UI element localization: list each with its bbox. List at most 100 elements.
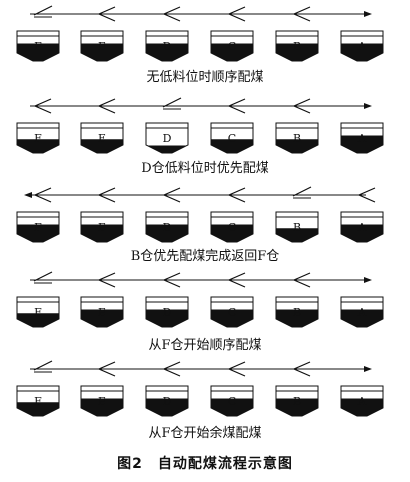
plow-gate-lowered xyxy=(97,187,116,203)
plow-gate-lowered xyxy=(162,361,181,377)
arrowhead-right-icon xyxy=(364,277,372,283)
coal-bin: E xyxy=(80,385,124,417)
coal-level xyxy=(17,402,59,416)
panel-caption: 从F仓开始顺序配煤 xyxy=(148,338,262,353)
coal-bin: C xyxy=(210,30,254,62)
bin-label: D xyxy=(163,221,172,234)
bin-rim xyxy=(340,211,384,218)
coal-level xyxy=(81,139,123,153)
bin-rim xyxy=(210,385,254,392)
plow-gate-lowered xyxy=(97,6,116,22)
plow-gate-lowered xyxy=(292,272,311,288)
coal-level xyxy=(211,224,253,242)
plow-gate-raised xyxy=(33,5,53,16)
plow-gate-lowered xyxy=(227,6,246,22)
bin-label: D xyxy=(163,40,172,53)
bin-label: F xyxy=(34,132,42,145)
coal-level xyxy=(341,309,383,327)
coal-level xyxy=(17,224,59,242)
coal-bin: B xyxy=(275,296,319,328)
coal-bin: B xyxy=(275,122,319,154)
bin-rim xyxy=(340,30,384,37)
panel-caption: D仓低料位时优先配煤 xyxy=(141,161,269,176)
coal-level xyxy=(146,224,188,242)
bin-rim xyxy=(80,296,124,303)
bin-label: C xyxy=(228,221,236,234)
bin-rim xyxy=(16,211,60,218)
plow-gate-lowered xyxy=(227,187,246,203)
bin-rim xyxy=(16,296,60,303)
coal-bin: D xyxy=(145,211,189,243)
plow-gate-raised xyxy=(292,186,312,197)
coal-level xyxy=(147,145,187,153)
bin-rim xyxy=(80,385,124,392)
plow-gate-raised xyxy=(33,271,53,282)
plow-gate-raised xyxy=(162,97,182,108)
bin-rim xyxy=(340,385,384,392)
plow-gate-lowered xyxy=(162,187,181,203)
bin-label: E xyxy=(98,132,106,145)
coal-bin: F xyxy=(16,211,60,243)
coal-level xyxy=(81,43,123,61)
coal-bin: D xyxy=(145,385,189,417)
coal-bin: C xyxy=(210,385,254,417)
coal-level xyxy=(146,398,188,416)
coal-level xyxy=(17,139,59,153)
bin-rim xyxy=(275,385,319,392)
coal-level xyxy=(341,398,383,416)
plow-gate-lowered xyxy=(227,98,246,114)
coal-bin: C xyxy=(210,296,254,328)
coal-bin: D xyxy=(145,30,189,62)
coal-level xyxy=(276,398,318,416)
bin-rim xyxy=(80,30,124,37)
plow-gate-lowered xyxy=(357,187,376,203)
bin-rim xyxy=(340,296,384,303)
coal-level xyxy=(146,43,188,61)
bin-label: B xyxy=(293,40,301,53)
bin-label: F xyxy=(34,40,42,53)
bin-label: F xyxy=(34,306,42,319)
bin-rim xyxy=(16,385,60,392)
coal-level xyxy=(81,224,123,242)
bin-rim xyxy=(80,211,124,218)
plow-gate-lowered xyxy=(33,98,52,114)
bin-label: A xyxy=(357,306,367,319)
coal-bin: C xyxy=(210,122,254,154)
coal-bin: B xyxy=(275,385,319,417)
coal-level xyxy=(211,398,253,416)
bin-label: E xyxy=(98,306,106,319)
bin-rim xyxy=(210,211,254,218)
panel-caption: B仓优先配煤完成返回F仓 xyxy=(130,249,280,264)
bin-rim xyxy=(275,296,319,303)
coal-level xyxy=(276,309,318,327)
plow-gate-lowered xyxy=(227,361,246,377)
bin-rim xyxy=(210,30,254,37)
plow-gate-lowered xyxy=(162,6,181,22)
coal-level xyxy=(17,313,59,327)
bin-label: B xyxy=(293,395,301,408)
coal-bin: E xyxy=(80,211,124,243)
panel-caption: 无低料位时顺序配煤 xyxy=(146,70,264,85)
plow-gate-lowered xyxy=(292,98,311,114)
coal-bin: D xyxy=(145,296,189,328)
bin-rim xyxy=(145,385,189,392)
bin-rim xyxy=(340,122,384,129)
arrowhead-right-icon xyxy=(364,11,372,17)
bin-label: C xyxy=(228,395,236,408)
plow-gate-lowered xyxy=(97,272,116,288)
bin-label: B xyxy=(293,132,301,145)
coal-bin: E xyxy=(80,30,124,62)
bin-label: A xyxy=(357,40,367,53)
bin-rim xyxy=(275,30,319,37)
bin-label: A xyxy=(357,132,367,145)
panel-caption: 从F仓开始余煤配煤 xyxy=(148,426,262,441)
bin-label: E xyxy=(98,395,106,408)
plow-gate-lowered xyxy=(97,98,116,114)
bin-label: E xyxy=(98,40,106,53)
coal-level xyxy=(81,309,123,327)
coal-bin: A xyxy=(340,385,384,417)
bin-label: C xyxy=(228,306,236,319)
